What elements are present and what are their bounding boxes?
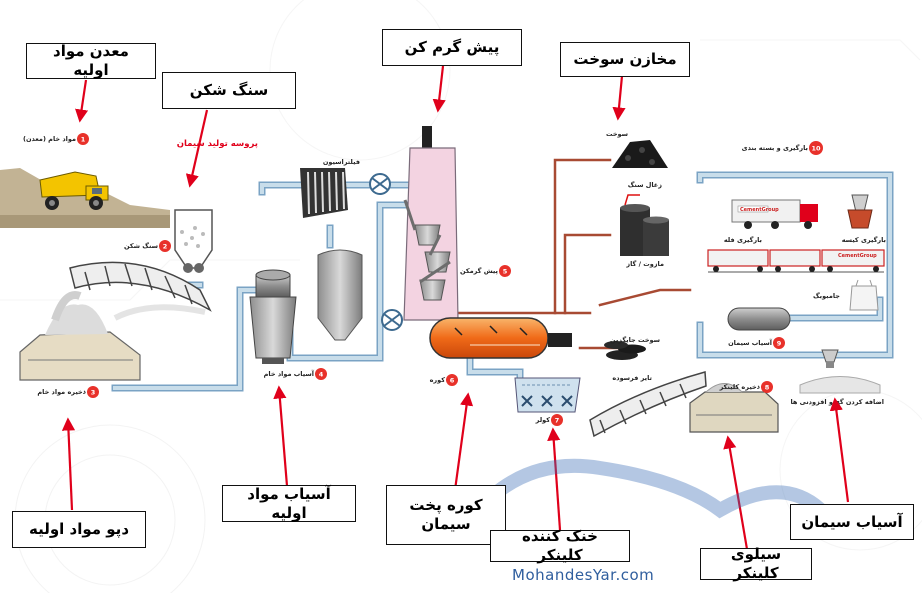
badge-number: 10 [811, 145, 821, 153]
clinker-cooler [514, 377, 581, 413]
callout-raw-mill: آسیاب مواد اولیه [222, 485, 356, 522]
callout-text: معدن مواد اولیه [53, 42, 129, 79]
label-step5: پیش گرمکن [460, 267, 498, 275]
callout-text: پیش گرم کن [404, 38, 500, 57]
label-additives: اضافه کردن گچ و افزودنی ها [790, 398, 884, 406]
callout-kiln: کوره پخت سیمان [386, 485, 506, 545]
watermark-text: MohandesYar.com [512, 566, 655, 584]
badge-number: 3 [91, 389, 96, 397]
label-step1: مواد خام (معدن) [23, 135, 76, 143]
conveyor-belt-raw [69, 261, 212, 312]
label-step6: کوره [430, 376, 446, 384]
used-tires [604, 341, 646, 360]
label-bag-loading: بارگیری کیسه [842, 236, 886, 244]
step-badge-10: 10 [809, 141, 823, 155]
diagram-title: پروسه تولید سیمان [177, 139, 258, 149]
label-step10: بارگیری و بسته بندی [742, 144, 808, 152]
label-step3: ذخیره مواد خام [37, 388, 86, 396]
step-badge-4: 4 [315, 368, 327, 380]
badge-number: 5 [503, 268, 508, 276]
callout-raw-mine: معدن مواد اولیه [26, 42, 156, 79]
badge-number: 1 [81, 136, 86, 144]
preheater-tower [403, 126, 459, 321]
gypsum-additives [799, 349, 881, 394]
badge-number: 6 [450, 377, 455, 385]
conveyor-belt-clinker [589, 371, 707, 438]
callout-text: مخازن سوخت [573, 50, 677, 69]
fuel-tanks [620, 194, 669, 256]
raw-mill [249, 269, 297, 364]
callout-cement-mill: آسیاب سیمان [790, 504, 914, 540]
badge-number: 7 [555, 417, 560, 425]
label-bulk-loading: بارگیری فله [724, 236, 762, 244]
callout-preheater: پیش گرم کن [382, 29, 522, 66]
step-badge-2: 2 [159, 240, 171, 252]
callout-text: سنگ شکن [189, 81, 269, 100]
coal-pile [612, 140, 668, 168]
callout-raw-depot: دپو مواد اولیه [12, 511, 146, 548]
fan-icon [369, 173, 403, 331]
process-pipes [111, 158, 894, 392]
bag-loader-icon [847, 194, 873, 229]
callout-text: آسیاب سیمان [801, 512, 903, 531]
label-cement-group-train: CementGroup [838, 253, 877, 259]
step-badge-6: 6 [446, 374, 458, 386]
step-badge-1: 1 [77, 133, 89, 145]
cement-mill [727, 307, 791, 331]
label-fuel: سوخت [606, 130, 628, 138]
step-badge-7: 7 [551, 414, 563, 426]
label-cement-group-truck: CementGroup [740, 207, 779, 213]
label-coal: زغال سنگ [628, 181, 662, 189]
label-step7: کولر [535, 416, 551, 424]
step-badges: 1 2 3 4 5 6 7 8 9 10 [77, 133, 823, 426]
callout-text: سیلوی کلینکر [730, 545, 782, 582]
clinker-storage [689, 383, 779, 433]
badge-number: 2 [163, 243, 168, 251]
callout-crusher: سنگ شکن [162, 72, 296, 109]
label-filter: فیلتراسیون [323, 158, 360, 166]
rotary-kiln [429, 317, 572, 359]
cement-truck-icon [731, 199, 818, 229]
step-badge-9: 9 [773, 337, 785, 349]
badge-number: 4 [319, 371, 324, 379]
label-used-tires: تایر فرسوده [612, 374, 652, 382]
step-badge-8: 8 [761, 381, 773, 393]
callout-text: آسیاب مواد اولیه [247, 484, 331, 522]
label-step2: سنگ شکن [124, 242, 158, 250]
cement-train-icon [707, 249, 885, 273]
raw-meal-silo [317, 249, 363, 341]
callout-text-line1: کوره پخت [409, 496, 483, 515]
label-step4: آسیاب مواد خام [264, 369, 315, 378]
dump-truck-icon [39, 171, 109, 210]
crusher-hopper [174, 209, 213, 273]
callout-arrows [61, 65, 850, 556]
label-step9: آسیاب سیمان [728, 338, 773, 347]
label-mazut-gas: مازوت / گاز [625, 260, 664, 268]
step-badge-5: 5 [499, 265, 511, 277]
callout-text: خنک کننده کلینکر [521, 527, 598, 564]
jumbo-bag-icon [849, 279, 879, 311]
filter-unit [300, 168, 348, 218]
callout-clinker-silo: سیلوی کلینکر [700, 545, 812, 582]
label-step8: ذخیره کلینکر [719, 383, 761, 391]
badge-number: 9 [777, 340, 782, 348]
callout-clinker-cooler: خنک کننده کلینکر [490, 527, 630, 564]
badge-number: 8 [765, 384, 770, 392]
step-badge-3: 3 [87, 386, 99, 398]
label-alt-fuel: سوخت جایگزین [610, 336, 660, 344]
callout-text: دپو مواد اولیه [28, 520, 130, 539]
raw-storage-pile [19, 291, 141, 381]
callout-fuel-tanks: مخازن سوخت [560, 42, 690, 77]
callout-text-line2: سیمان [421, 515, 471, 533]
label-jumbo-bag: جامبوبگ [813, 292, 840, 300]
